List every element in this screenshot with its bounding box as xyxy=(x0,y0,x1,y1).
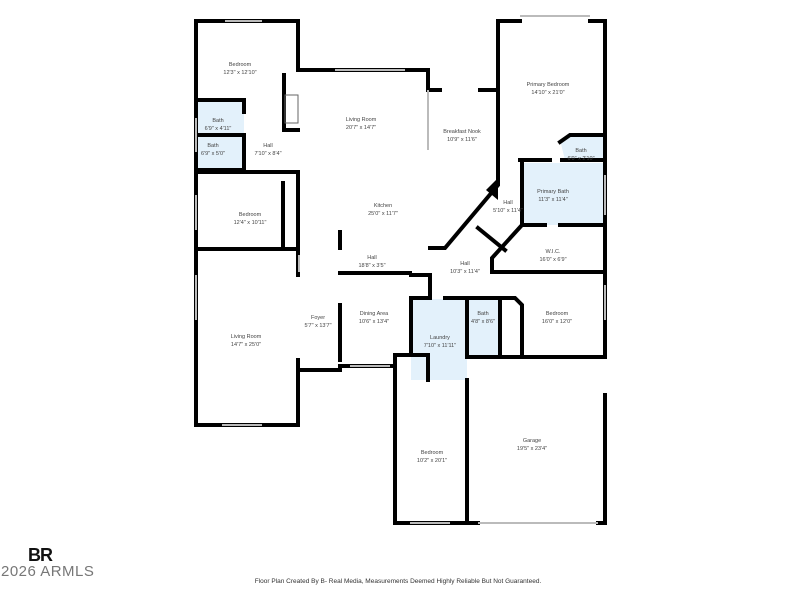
room-label: Hall 5'10" x 11'4" xyxy=(493,199,523,215)
room-dims: 6'0" x 2'10" xyxy=(567,156,595,162)
room-label: Garage 19'5" x 23'4" xyxy=(517,437,547,453)
room-dims: 10'2" x 20'1" xyxy=(416,458,448,464)
room-label: Living Room 14'7" x 25'0" xyxy=(231,333,262,349)
room-name: Primary Bedroom xyxy=(526,82,570,88)
room-name: Bedroom xyxy=(545,311,569,317)
room-label: Bedroom 12'4" x 10'11" xyxy=(234,211,267,227)
room-label: Bath 6'0" x 2'10" xyxy=(567,147,594,163)
room-name: Hall xyxy=(263,143,273,149)
room-dims: 6'9" x 5'0" xyxy=(200,151,226,157)
room-label: Bedroom 10'2" x 20'1" xyxy=(417,449,447,465)
room-name: Bedroom xyxy=(228,62,252,68)
room-dims: 6'9" x 4'11" xyxy=(204,126,232,132)
room-label: Primary Bath 11'3" x 11'4" xyxy=(537,188,569,204)
room-name: Primary Bath xyxy=(537,189,569,195)
room-dims: 18'8" x 3'5" xyxy=(358,263,386,269)
room-label: Foyer 5'7" x 13'7" xyxy=(304,314,331,330)
room-dims: 4'8" x 8'6" xyxy=(470,319,496,325)
room-dims: 10'6" x 13'4" xyxy=(358,319,390,325)
room-label: Breakfast Nook 10'9" x 11'6" xyxy=(443,128,481,144)
room-name: Foyer xyxy=(310,315,326,321)
room-label: Hall 7'10" x 8'4" xyxy=(254,142,281,158)
room-name: Hall xyxy=(367,255,377,261)
room-name: W.I.C. xyxy=(545,249,561,255)
room-label: Bath 4'8" x 8'6" xyxy=(471,310,495,326)
room-name: Bath xyxy=(212,118,224,124)
room-name: Laundry xyxy=(430,335,450,341)
room-dims: 7'10" x 11'11" xyxy=(423,343,457,349)
room-name: Hall xyxy=(503,200,513,206)
room-name: Breakfast Nook xyxy=(443,129,481,135)
fireplace xyxy=(284,94,299,124)
room-name: Dining Area xyxy=(359,311,389,317)
room-name: Garage xyxy=(522,438,542,444)
room-name: Bedroom xyxy=(420,450,444,456)
room-label: Hall 18'8" x 3'5" xyxy=(358,254,385,270)
room-label: Bedroom 12'3" x 12'10" xyxy=(223,61,256,77)
room-label: W.I.C. 16'0" x 6'9" xyxy=(539,248,566,264)
room-name: Living Room xyxy=(230,334,262,340)
room-label: Kitchen 25'0" x 11'7" xyxy=(368,202,398,218)
room-dims: 14'10" x 21'0" xyxy=(531,90,565,96)
room-name: Hall xyxy=(460,261,470,267)
room-dims: 12'4" x 10'11" xyxy=(233,220,267,226)
room-label: Bedroom 16'0" x 12'0" xyxy=(542,310,572,326)
room-dims: 7'10" x 8'4" xyxy=(254,151,282,157)
room-dims: 19'5" x 23'4" xyxy=(516,446,548,452)
mls-watermark: 2026 ARMLS xyxy=(1,563,95,580)
room-name: Bath xyxy=(575,148,587,154)
room-name: Bedroom xyxy=(238,212,262,218)
room-dims: 10'9" x 11'6" xyxy=(447,137,477,143)
room-dims: 16'0" x 6'9" xyxy=(539,257,567,263)
room-label: Dining Area 10'6" x 13'4" xyxy=(359,310,389,326)
room-name: Bath xyxy=(477,311,489,317)
room-dims: 5'10" x 11'4" xyxy=(493,208,523,214)
room-label: Primary Bedroom 14'10" x 21'0" xyxy=(527,81,570,97)
room-label: Living Room 20'7" x 14'7" xyxy=(346,116,377,132)
room-name: Living Room xyxy=(345,117,377,123)
room-name: Kitchen xyxy=(373,203,393,209)
room-dims: 12'3" x 12'10" xyxy=(223,70,257,76)
windows xyxy=(195,15,606,524)
room-dims: 20'7" x 14'7" xyxy=(345,125,377,131)
br-logo: BR xyxy=(28,545,53,565)
wet-room-fills xyxy=(196,101,603,380)
room-dims: 25'0" x 11'7" xyxy=(368,211,398,217)
room-label: Laundry 7'10" x 11'11" xyxy=(424,334,456,350)
room-dims: 5'7" x 13'7" xyxy=(304,323,332,329)
room-label: Bath 6'9" x 4'11" xyxy=(205,117,232,133)
room-dims: 14'7" x 25'0" xyxy=(230,342,262,348)
room-dims: 10'3" x 11'4" xyxy=(450,269,480,275)
room-dims: 11'3" x 11'4" xyxy=(538,197,568,203)
room-dims: 16'0" x 12'0" xyxy=(541,319,573,325)
footer-disclaimer: Floor Plan Created By B- Real Media, Mea… xyxy=(254,578,542,585)
room-label: Hall 10'3" x 11'4" xyxy=(450,260,480,276)
wall-column xyxy=(486,178,498,200)
room-name: Bath xyxy=(207,143,219,149)
room-label: Bath 6'9" x 5'0" xyxy=(201,142,225,158)
